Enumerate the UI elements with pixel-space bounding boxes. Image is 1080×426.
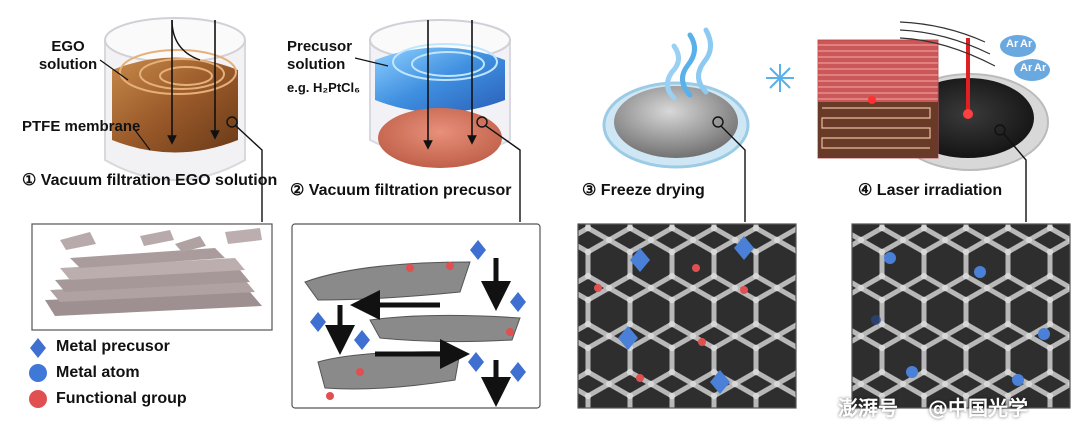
precursor-solution-label: Precusor solution [287, 38, 353, 73]
metal-atom-icon [29, 364, 47, 382]
watermark-brand: 澎湃号 [838, 396, 898, 420]
precursor-graphene-inset [291, 223, 541, 409]
step2-label: ② Vacuum filtration precusor [290, 182, 512, 199]
ar-label-3: Ar [1020, 62, 1033, 74]
freeze-dried-disk [602, 27, 794, 222]
ar-label-2: Ar [1020, 38, 1033, 50]
legend-icons [29, 338, 47, 408]
ego-solution-label: EGO solution [38, 38, 98, 73]
legend-metal-atom: Metal atom [56, 364, 140, 381]
ego-stack-inset [31, 223, 273, 331]
precursor-example-label: e.g. H₂PtCl₆ [287, 80, 361, 95]
laser-irradiation-scene [817, 21, 1050, 222]
functional-group-icon [29, 390, 47, 408]
legend-metal-precursor: Metal precusor [56, 338, 170, 355]
laser-lattice-inset [851, 223, 1071, 409]
step3-label: ③ Freeze drying [582, 182, 705, 199]
watermark-account: @中国光学 [928, 396, 1028, 420]
diamond-icon [30, 338, 46, 358]
snowflake-icon [766, 64, 794, 92]
ar-label-1: Ar [1006, 38, 1019, 50]
precursor-filter-cup [354, 19, 521, 222]
ego-filter-cup [99, 17, 263, 222]
step4-label: ④ Laser irradiation [858, 182, 1003, 199]
ptfe-membrane-label: PTFE membrane [22, 118, 141, 135]
legend-functional-group: Functional group [56, 390, 187, 407]
step1-label: ① Vacuum filtration EGO solution [22, 172, 278, 189]
freeze-dried-lattice-inset [577, 223, 797, 409]
ar-label-4: Ar [1034, 62, 1047, 74]
